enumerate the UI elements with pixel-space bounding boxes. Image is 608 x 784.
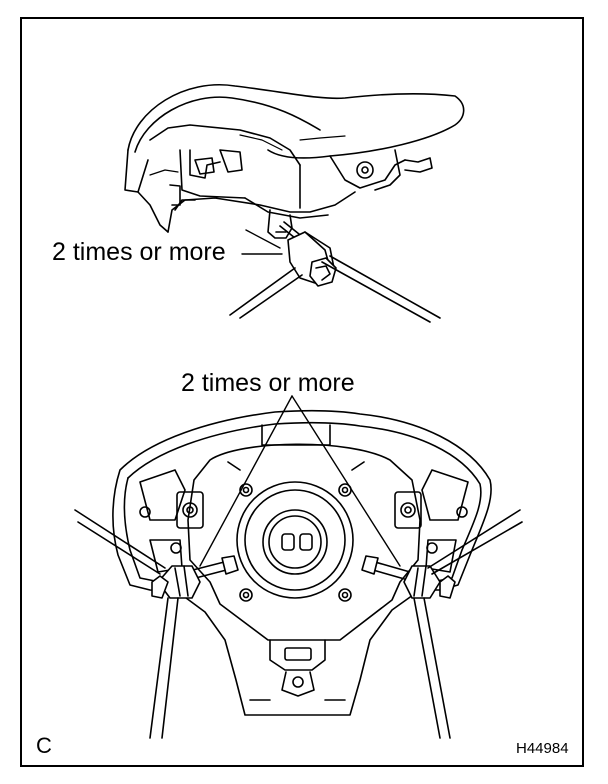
callout-label-top: 2 times or more — [52, 238, 226, 266]
callout-leaders — [199, 253, 401, 567]
callout-label-bottom: 2 times or more — [181, 369, 355, 397]
airbag-module-side-view — [124, 84, 465, 239]
socket-wrench-left — [74, 509, 239, 739]
figure-id: H44984 — [516, 740, 569, 757]
panel-letter: C — [36, 733, 52, 758]
socket-wrench-top — [229, 221, 441, 323]
figure-border — [20, 17, 584, 767]
socket-wrench-right — [361, 509, 523, 739]
